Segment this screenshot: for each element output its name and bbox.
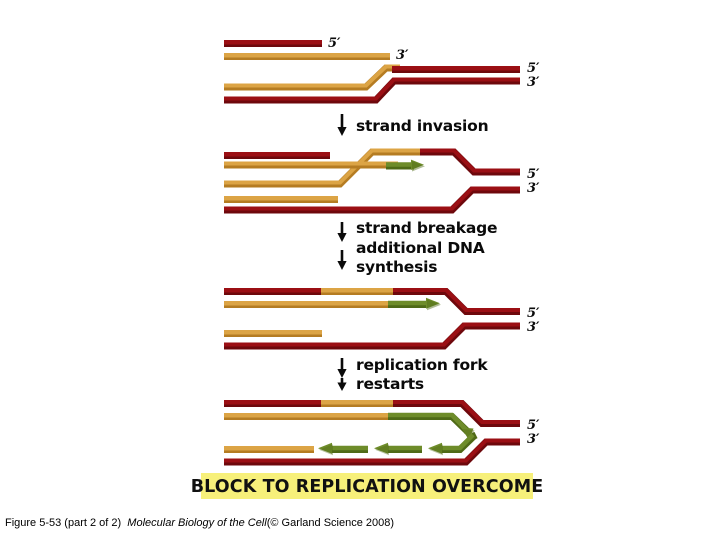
panel3-strand-top-tan-middle bbox=[321, 288, 394, 295]
panel1-red-strand-top bbox=[224, 40, 322, 47]
panel1-label-3prime-left: 3′ bbox=[396, 48, 409, 63]
banner-label: BLOCK TO REPLICATION OVERCOME bbox=[191, 477, 544, 497]
panel4-green-leading-strand bbox=[388, 412, 475, 442]
step-strand-breakage-line-3: synthesis bbox=[356, 258, 437, 276]
panel-2: 5′ 3′ bbox=[224, 148, 540, 214]
down-arrow-icon bbox=[337, 358, 347, 378]
banner: BLOCK TO REPLICATION OVERCOME bbox=[191, 473, 544, 499]
step-strand-breakage-line-2: additional DNA bbox=[356, 239, 485, 257]
panel4-strand-top-red-left bbox=[224, 400, 322, 407]
panel4-red-strand-bottom bbox=[224, 438, 520, 466]
panel3-tan-strand-second bbox=[224, 301, 390, 308]
down-arrow-icon bbox=[337, 378, 347, 391]
panel3-red-strand-bottom bbox=[224, 322, 520, 350]
panel-1: 5′ 3′ 5′ 3′ bbox=[224, 36, 540, 104]
panel2-red-strand-top-left bbox=[224, 152, 330, 159]
step-replication-fork-line-2: restarts bbox=[356, 375, 424, 393]
dna-recombination-diagram: 5′ 3′ 5′ 3′ bbox=[191, 36, 544, 499]
panel3-green-arrow-1 bbox=[388, 297, 441, 311]
panel2-red-strand-top-right bbox=[420, 148, 520, 176]
banner-background bbox=[201, 473, 533, 499]
step-strand-breakage: strand breakage additional DNA synthesis bbox=[337, 219, 498, 276]
panel2-label-5prime-right: 5′ bbox=[527, 167, 540, 182]
panel4-strand-top-red-right bbox=[393, 400, 520, 427]
panel3-label-5prime-right: 5′ bbox=[527, 306, 540, 321]
panel1-red-strand-right-top bbox=[392, 66, 520, 73]
caption-bar: Figure 5-53 (part 2 of 2) Molecular Biol… bbox=[0, 510, 720, 540]
panel-4: 5′ 3′ bbox=[224, 400, 540, 466]
panel1-label-5prime-left: 5′ bbox=[328, 36, 341, 51]
panel2-red-strand-bottom bbox=[224, 186, 520, 214]
panel1-tan-strand-top bbox=[224, 53, 390, 60]
panel4-tan-strand-lagging bbox=[224, 446, 314, 453]
step-strand-breakage-line-1: strand breakage bbox=[356, 219, 497, 237]
step-replication-fork-line-1: replication fork bbox=[356, 356, 488, 374]
panel2-green-arrow-1 bbox=[386, 159, 425, 172]
panel-3: 5′ 3′ bbox=[224, 288, 540, 350]
panel4-green-okazaki-arrow-2 bbox=[374, 442, 422, 456]
panel4-label-5prime-right: 5′ bbox=[527, 418, 540, 433]
panel2-tan-strand-lower bbox=[224, 196, 338, 203]
panel3-strand-top-red-right bbox=[393, 288, 520, 315]
down-arrow-icon bbox=[337, 222, 347, 242]
panel1-label-5prime-right: 5′ bbox=[527, 61, 540, 76]
down-arrow-icon bbox=[337, 250, 347, 270]
caption-book-title: Molecular Biology of the Cell bbox=[127, 517, 267, 529]
down-arrow-icon bbox=[337, 114, 347, 136]
panel4-tan-strand-second bbox=[224, 413, 390, 420]
figure-area: 5′ 3′ 5′ 3′ bbox=[191, 36, 544, 499]
panel3-tan-strand-lower bbox=[224, 330, 322, 337]
panel4-green-okazaki-arrow-1 bbox=[318, 442, 368, 456]
panel2-tan-strand-second bbox=[224, 161, 398, 169]
panel2-label-3prime-right: 3′ bbox=[527, 181, 540, 196]
panel4-label-3prime-right: 3′ bbox=[527, 432, 540, 447]
step-strand-invasion: strand invasion bbox=[337, 114, 489, 136]
step-strand-invasion-line-1: strand invasion bbox=[356, 117, 488, 135]
panel1-red-strand-bottom bbox=[224, 77, 520, 104]
caption-credit: (© Garland Science 2008) bbox=[266, 517, 395, 529]
step-replication-fork-restarts: replication fork restarts bbox=[337, 356, 489, 393]
panel3-label-3prime-right: 3′ bbox=[527, 320, 540, 335]
caption-prefix: Figure 5-53 (part 2 of 2) bbox=[5, 517, 122, 529]
panel3-strand-top-red-left bbox=[224, 288, 322, 295]
panel4-strand-top-tan-middle bbox=[321, 400, 394, 407]
panel4-green-okazaki-arrow-3 bbox=[428, 431, 478, 456]
panel1-tan-strand-bottom bbox=[224, 64, 400, 91]
figure-caption: Figure 5-53 (part 2 of 2) Molecular Biol… bbox=[5, 517, 394, 529]
panel1-label-3prime-right: 3′ bbox=[527, 75, 540, 90]
